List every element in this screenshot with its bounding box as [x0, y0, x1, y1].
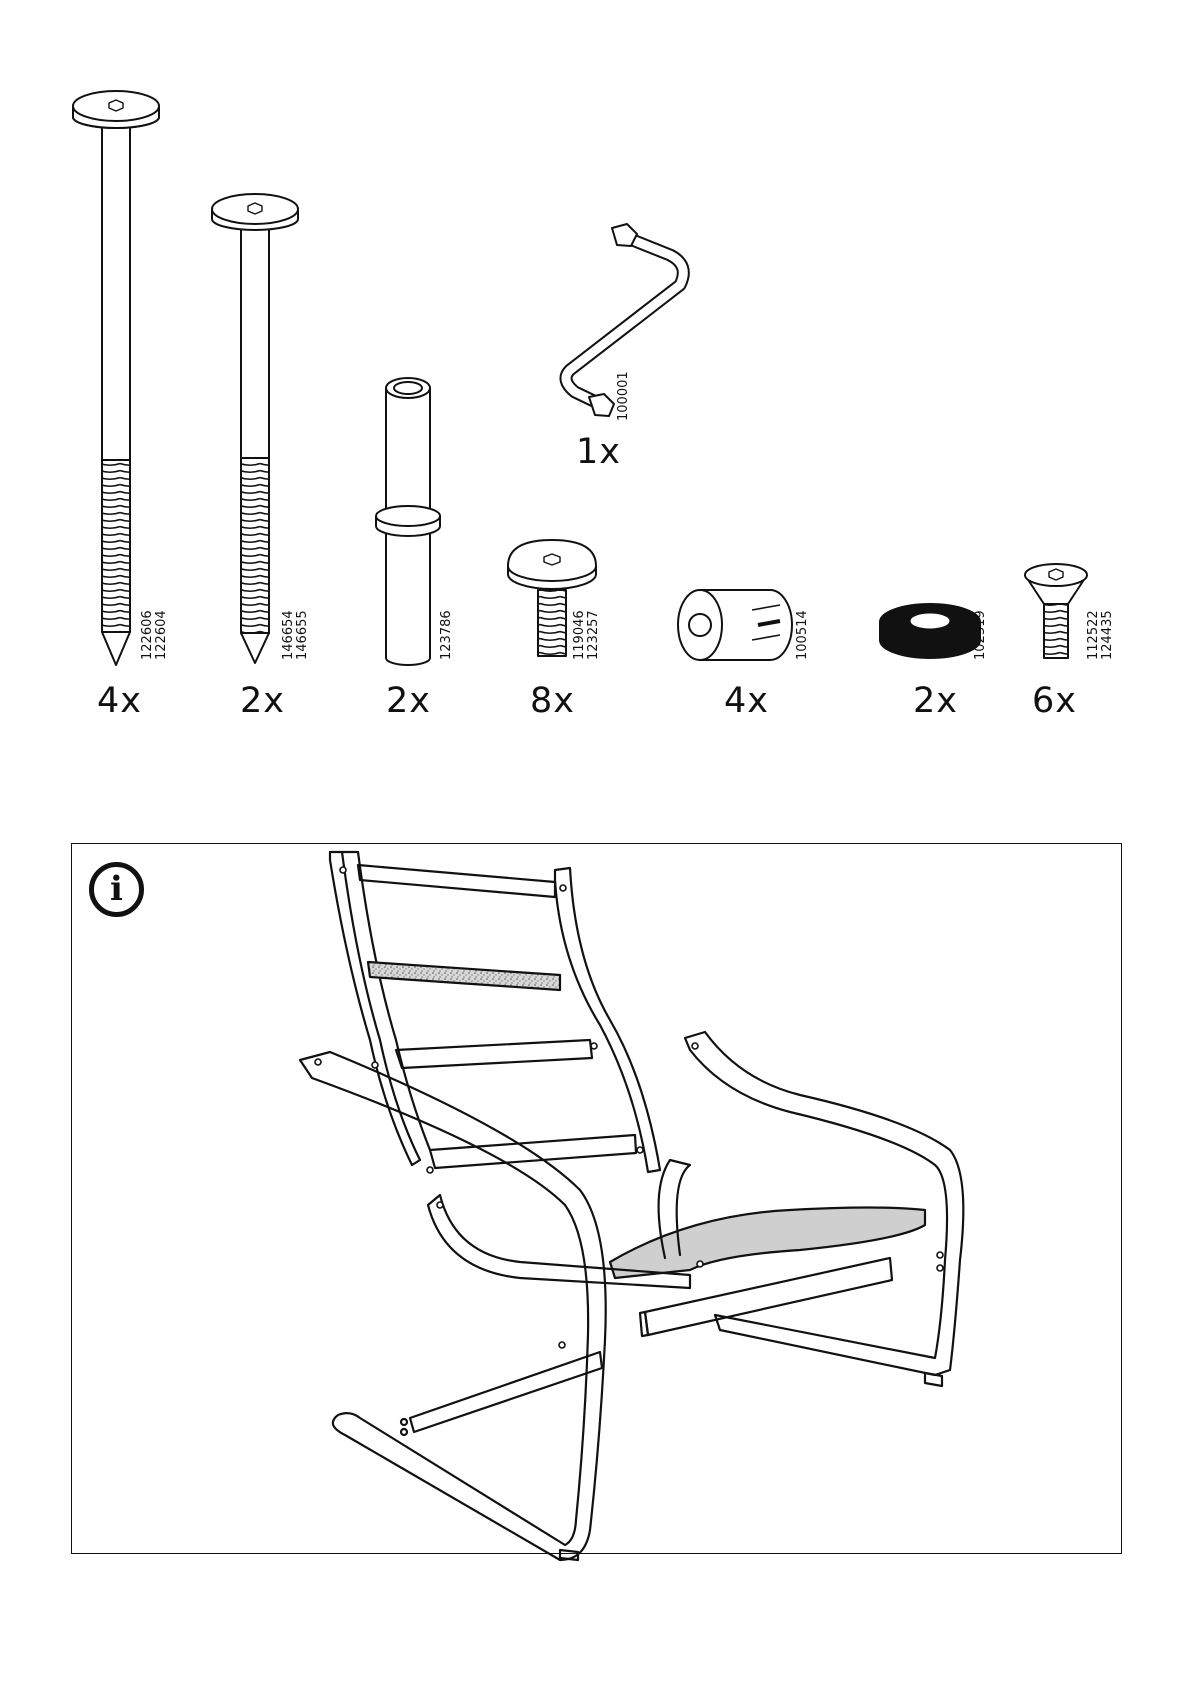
- code-line: 122604: [155, 610, 169, 660]
- barrel-nut-icon: [678, 590, 792, 660]
- long-bolt-icon: [73, 91, 159, 665]
- code-line: 100514: [796, 610, 810, 660]
- dowel-pin-icon: [376, 378, 440, 665]
- code-line: 102319: [974, 610, 988, 660]
- qty-barrel-nut: 4x: [724, 681, 769, 721]
- code-line: 122606: [141, 610, 155, 660]
- assembly-frame: [71, 843, 1122, 1554]
- code-line: 112522: [1087, 610, 1101, 660]
- code-line: 123786: [440, 610, 454, 660]
- code-line: 146655: [296, 610, 310, 660]
- code-allen-key: 100001: [617, 371, 631, 421]
- qty-allen-key: 1x: [576, 432, 621, 472]
- code-line: 119046: [573, 610, 587, 660]
- code-long-bolt: 122606 122604: [141, 610, 169, 660]
- code-line: 100001: [617, 371, 631, 421]
- countersunk-screw-icon: [1025, 564, 1087, 658]
- qty-dowel-pin: 2x: [386, 681, 431, 721]
- medium-bolt-icon: [212, 194, 298, 663]
- qty-rubber-washer: 2x: [913, 681, 958, 721]
- code-rubber-washer: 102319: [974, 610, 988, 660]
- info-icon: i: [89, 862, 144, 917]
- qty-medium-bolt: 2x: [240, 681, 285, 721]
- code-dowel-pin: 123786: [440, 610, 454, 660]
- qty-countersunk-screw: 6x: [1032, 681, 1077, 721]
- code-medium-bolt: 146654 146655: [282, 610, 310, 660]
- code-barrel-nut: 100514: [796, 610, 810, 660]
- code-countersunk-screw: 112522 124435: [1087, 610, 1115, 660]
- code-line: 146654: [282, 610, 296, 660]
- code-line: 124435: [1101, 610, 1115, 660]
- code-short-bolt: 119046 123257: [573, 610, 601, 660]
- code-line: 123257: [587, 610, 601, 660]
- qty-short-bolt: 8x: [530, 681, 575, 721]
- rubber-washer-icon: [880, 604, 980, 658]
- qty-long-bolt: 4x: [97, 681, 142, 721]
